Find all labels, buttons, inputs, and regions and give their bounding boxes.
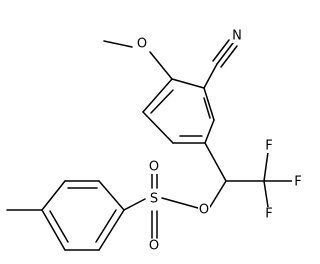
ring1-inner-bond-c bbox=[203, 97, 211, 119]
svg-text:F: F bbox=[294, 175, 301, 190]
atom-label-o-methoxy: O bbox=[136, 37, 148, 52]
nitrile-triple-bond bbox=[212, 39, 238, 68]
bond-ring-ch bbox=[204, 142, 227, 182]
ring2-inner-bond-b bbox=[49, 210, 69, 243]
ring1-bond-2 bbox=[203, 87, 215, 121]
atom-label-o-sulfonyl-top: O bbox=[148, 160, 160, 175]
bond-o-s bbox=[161, 197, 199, 209]
bond-ch-o-ester bbox=[209, 180, 227, 208]
atom-label-o-sulfonyl-bottom: O bbox=[148, 239, 160, 254]
atom-label-f-bottom: F bbox=[263, 207, 275, 222]
ring2-bond-6 bbox=[98, 209, 125, 251]
svg-text:F: F bbox=[265, 139, 272, 154]
ring2-bond-3 bbox=[41, 180, 66, 211]
lower-aromatic-ring bbox=[41, 180, 125, 251]
svg-text:O: O bbox=[149, 239, 159, 254]
svg-text:S: S bbox=[150, 192, 158, 207]
bond-methyl-o bbox=[103, 40, 133, 48]
svg-text:O: O bbox=[137, 37, 147, 52]
atom-label-s: S bbox=[148, 192, 160, 207]
atom-label-f-right: F bbox=[292, 175, 304, 190]
ring2-bond-1 bbox=[98, 180, 125, 211]
ring1-inner-bond-a bbox=[150, 89, 174, 114]
ring1-bond-6 bbox=[142, 78, 173, 113]
bond-s-ring bbox=[123, 198, 146, 211]
ring2-inner-bond-c bbox=[95, 209, 117, 243]
svg-text:F: F bbox=[265, 207, 272, 222]
ring1-bond-1 bbox=[171, 78, 205, 89]
svg-text:O: O bbox=[199, 203, 209, 218]
svg-text:N: N bbox=[232, 29, 242, 44]
bond-ring-cn bbox=[203, 63, 218, 89]
ring1-bond-3 bbox=[204, 119, 215, 144]
svg-text:O: O bbox=[149, 160, 159, 175]
atom-label-f-top: F bbox=[263, 139, 275, 154]
atom-label-o-ester: O bbox=[198, 203, 210, 218]
tosylate-structure-diagram: N O O S O O F F F bbox=[6, 28, 304, 254]
ring1-bond-5 bbox=[142, 111, 174, 144]
bond-cf3-f-bottom bbox=[263, 180, 269, 208]
bond-cf3-f-top bbox=[263, 151, 269, 182]
upper-aromatic-ring bbox=[142, 78, 215, 144]
atom-label-n: N bbox=[231, 29, 243, 44]
bond-o-c4 bbox=[149, 51, 173, 80]
ring2-bond-4 bbox=[41, 209, 66, 251]
